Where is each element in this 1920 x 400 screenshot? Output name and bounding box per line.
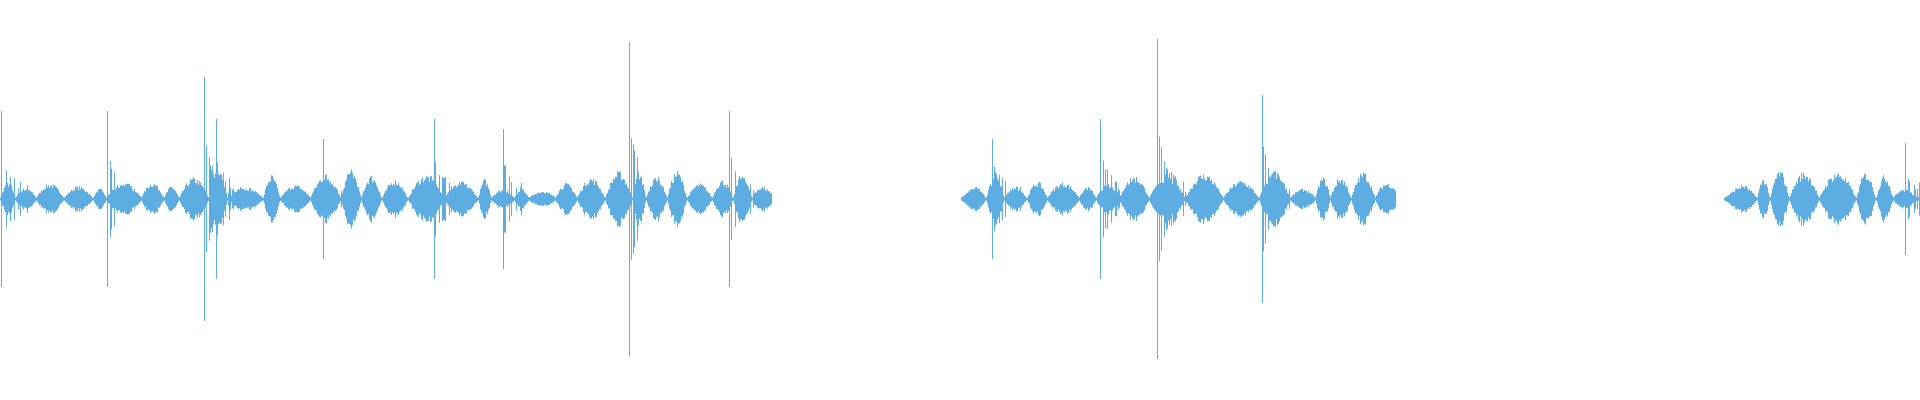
waveform-segment-1 [0,42,772,356]
waveform-segment-3 [1724,143,1920,255]
waveform-segment-2 [961,39,1396,359]
waveform-bars [961,39,1396,359]
waveform-bars [1724,143,1920,255]
waveform-bars [0,42,772,356]
